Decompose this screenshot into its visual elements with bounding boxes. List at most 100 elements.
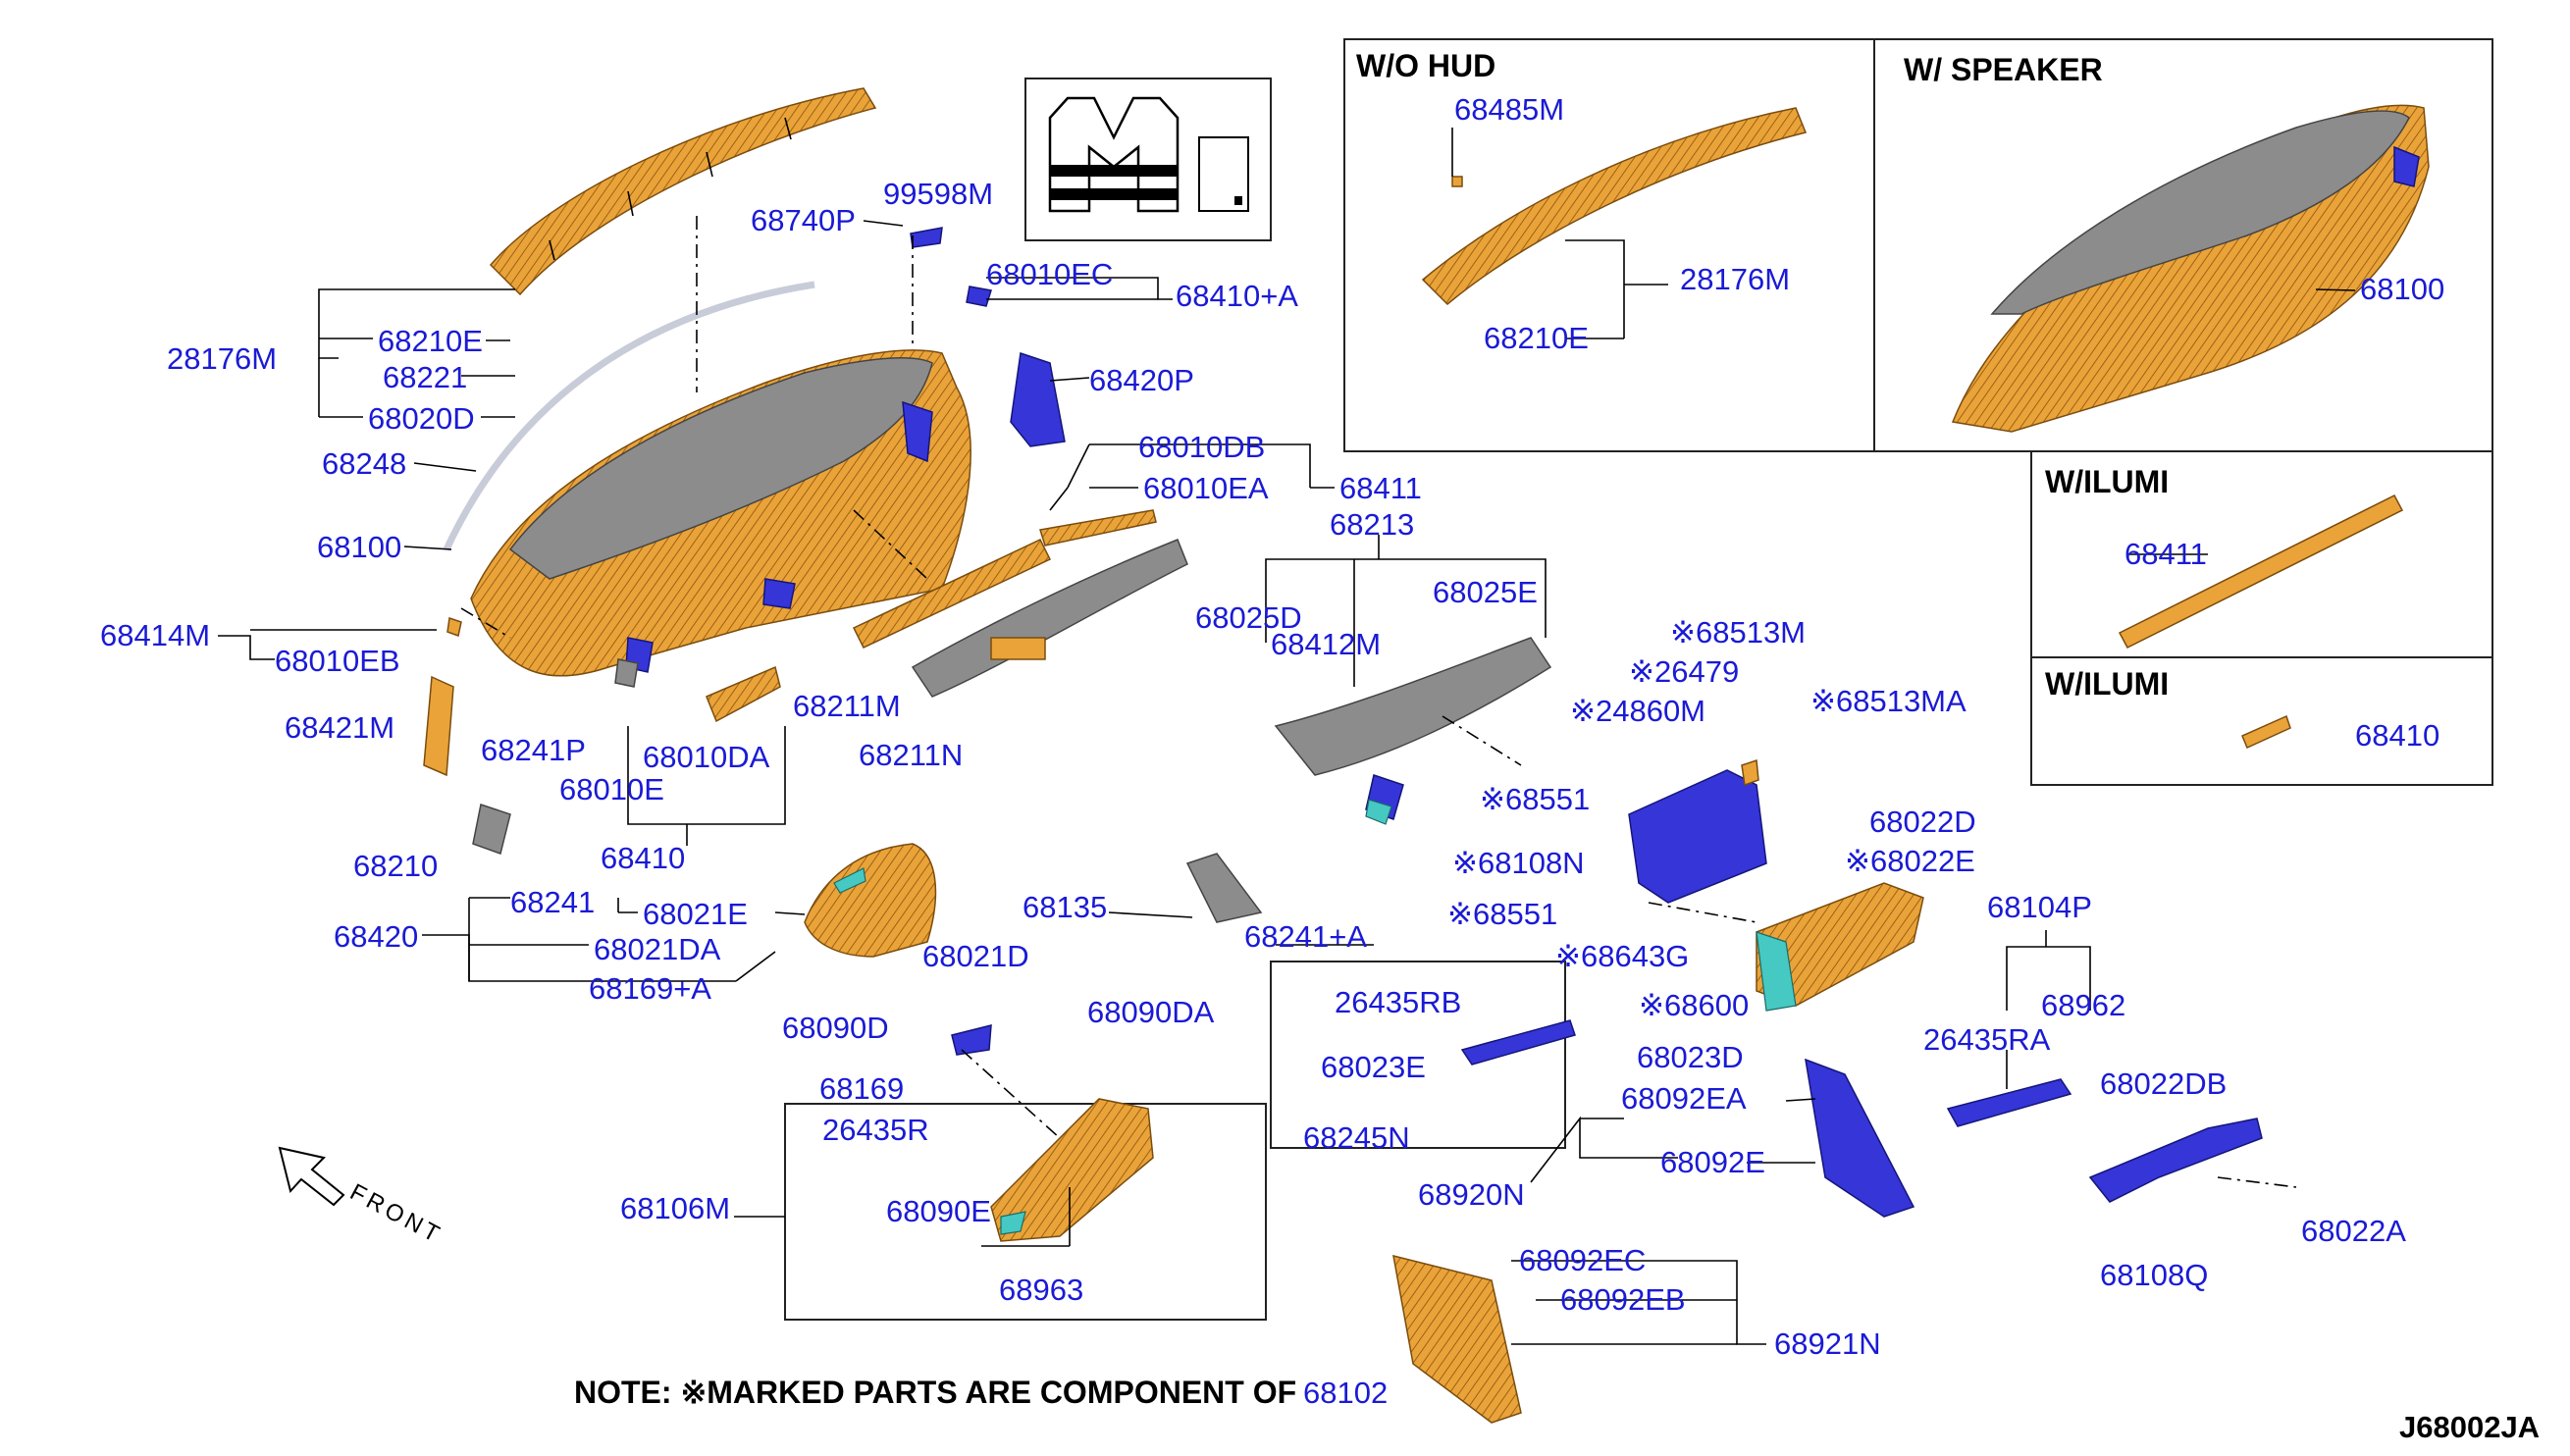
vest-box (1024, 78, 1272, 241)
label-68169: 68169 (819, 1071, 904, 1106)
panel-68921N-illustration (1392, 1254, 1522, 1424)
top-defroster-grille-illustration (489, 87, 877, 296)
label-68221: 68221 (383, 360, 467, 394)
center-cluster-68213-illustration (1274, 637, 1552, 825)
cluster-lid-68211M-illustration (852, 509, 1188, 698)
knee-panel-68106M-illustration (990, 1098, 1154, 1242)
label-68962: 68962 (2041, 988, 2125, 1022)
label-68025D: 68025D (1195, 600, 1302, 635)
lower-center-68108N-illustration (1628, 758, 1767, 904)
label-26479: ※26479 (1629, 654, 1739, 689)
label-68211M: 68211M (793, 689, 901, 723)
glove-box-68600-illustration (1756, 882, 1924, 1012)
label-68022D: 68022D (1869, 805, 1976, 839)
label-68108N: ※68108N (1452, 846, 1585, 880)
label-68010EC: 68010EC (986, 257, 1113, 291)
header-w-ilumi-2: W/ILUMI (2045, 666, 2169, 702)
speaker-inset-dashboard-illustration (1951, 104, 2430, 433)
label-28176M-hud: 28176M (1680, 262, 1790, 296)
label-68210: 68210 (353, 849, 438, 883)
label-68551b: ※68551 (1447, 897, 1557, 931)
label-68410-ilumi: 68410 (2355, 718, 2439, 753)
seal-strip-68248-illustration (443, 281, 815, 551)
label-68210E-hud: 68210E (1484, 321, 1589, 355)
label-68106M: 68106M (620, 1191, 730, 1225)
label-68420P: 68420P (1089, 363, 1194, 397)
label-68092E: 68092E (1660, 1145, 1765, 1179)
label-68420: 68420 (334, 919, 418, 954)
label-68010DA: 68010DA (643, 740, 770, 774)
label-68090E: 68090E (886, 1194, 991, 1228)
label-68010EA: 68010EA (1143, 471, 1269, 505)
label-68092EA: 68092EA (1621, 1081, 1747, 1116)
note-part-number: 68102 (1303, 1376, 1388, 1410)
inset-frames (784, 38, 2493, 1321)
label-68023E: 68023E (1321, 1050, 1426, 1084)
header-wo-hud: W/O HUD (1356, 48, 1495, 83)
note-text: NOTE: ※MARKED PARTS ARE COMPONENT OF (574, 1375, 1296, 1410)
label-68412M: 68412M (1271, 627, 1381, 661)
label-68513MA: ※68513MA (1810, 684, 1967, 718)
label-68025E: 68025E (1433, 575, 1538, 609)
label-68414M: 68414M (100, 618, 210, 652)
label-28176M: 28176M (167, 341, 277, 376)
label-68210E: 68210E (378, 324, 483, 358)
ilumi-small-part-illustration (2241, 714, 2291, 750)
label-68241P: 68241P (481, 733, 586, 767)
label-24860M: ※24860M (1570, 694, 1705, 728)
brackets-right-illustration (951, 853, 2263, 1203)
ilumi-strip-illustration (2118, 494, 2404, 649)
label-68485M-hud: 68485M (1454, 92, 1564, 127)
label-68090DA: 68090DA (1087, 995, 1215, 1029)
label-68963: 68963 (999, 1273, 1083, 1307)
label-68092EC: 68092EC (1519, 1243, 1646, 1277)
label-99598M: 99598M (883, 177, 993, 211)
label-68020D: 68020D (368, 401, 475, 436)
label-68245N: 68245N (1303, 1120, 1410, 1155)
label-68211N: 68211N (859, 738, 963, 772)
label-68920N: 68920N (1418, 1177, 1525, 1212)
label-68410: 68410 (601, 841, 685, 875)
diagram-code: J68002JA (2399, 1410, 2540, 1444)
leader-lines (218, 128, 2356, 1345)
label-68248: 68248 (322, 446, 406, 481)
front-arrow-icon (278, 1146, 345, 1207)
label-26435RB: 26435RB (1335, 985, 1461, 1019)
sub-box-68106M (784, 1103, 1267, 1321)
label-68169A: 68169+A (589, 971, 711, 1006)
label-68100-speaker: 68100 (2360, 272, 2444, 306)
label-68021D: 68021D (922, 939, 1029, 973)
main-dashboard-illustration (470, 349, 971, 677)
label-68921N: 68921N (1774, 1326, 1881, 1361)
bracket-68920N-illustration (1805, 1058, 1915, 1218)
label-68021E: 68021E (643, 897, 748, 931)
label-68241: 68241 (510, 885, 595, 919)
label-68022A: 68022A (2301, 1214, 2406, 1248)
label-68022DB: 68022DB (2100, 1066, 2227, 1101)
label-68023D: 68023D (1637, 1040, 1744, 1074)
label-68010E: 68010E (559, 772, 664, 806)
part-labels: 99598M 68740P 68010EC 68410+A 68420P 281… (100, 92, 2444, 1361)
label-68410A: 68410+A (1176, 279, 1298, 313)
label-68090D: 68090D (782, 1011, 889, 1045)
label-68411-ilumi: 68411 (2124, 537, 2207, 571)
label-68600: ※68600 (1639, 988, 1749, 1022)
label-68104P: 68104P (1987, 890, 2092, 924)
label-26435RA: 26435RA (1923, 1022, 2051, 1057)
label-68421M: 68421M (285, 710, 394, 745)
label-26435R: 26435R (822, 1113, 929, 1147)
label-68100: 68100 (317, 530, 401, 564)
cluster-mask-68241-illustration (804, 843, 937, 958)
label-68010EB: 68010EB (275, 644, 400, 678)
header-w-speaker: W/ SPEAKER (1904, 52, 2103, 87)
header-w-ilumi-1: W/ILUMI (2045, 464, 2169, 499)
label-68513M: ※68513M (1670, 615, 1806, 650)
label-68010DB: 68010DB (1138, 430, 1265, 464)
label-68022E: ※68022E (1845, 844, 1975, 878)
label-68135: 68135 (1023, 890, 1107, 924)
label-68740P: 68740P (751, 203, 856, 237)
label-68092EB: 68092EB (1560, 1282, 1686, 1317)
label-68213: 68213 (1330, 507, 1414, 542)
sub-box-26435RB (1270, 961, 1566, 1149)
